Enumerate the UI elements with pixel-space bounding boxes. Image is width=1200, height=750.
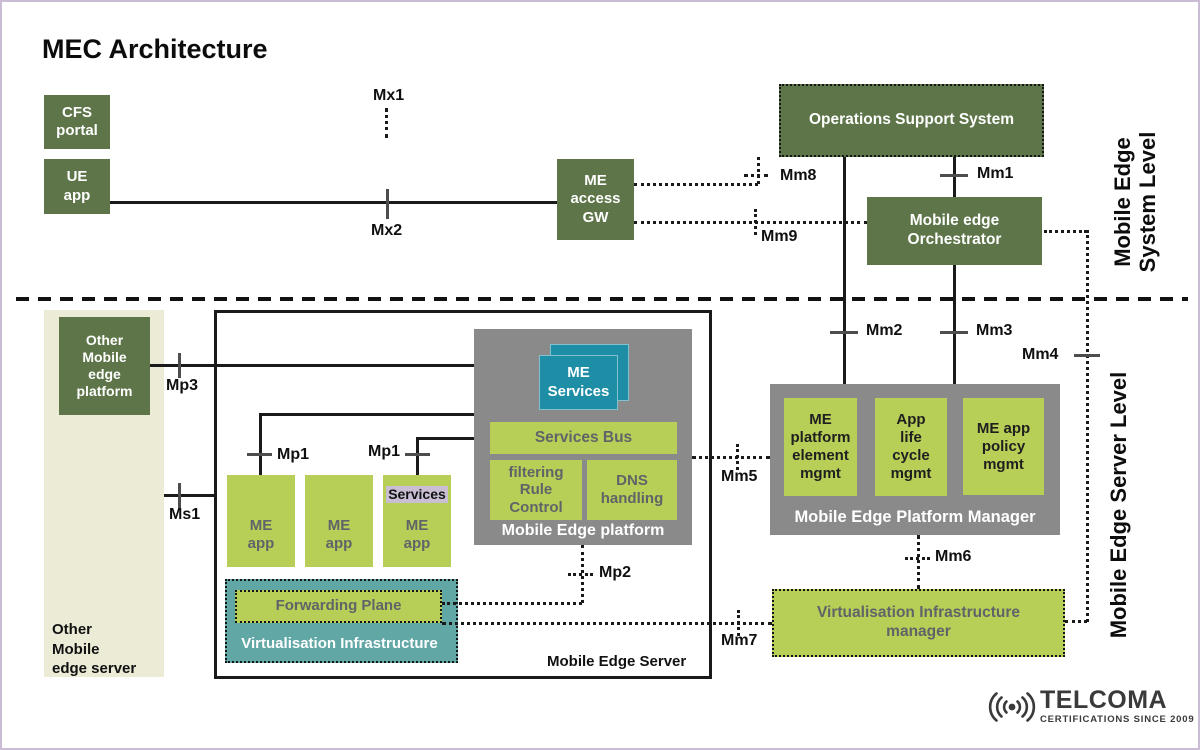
mobile-edge-server-label: Mobile Edge Server [547,653,687,670]
tick-mm4 [1074,354,1100,357]
me-app-node-2: ME app [305,475,373,567]
tick-mm7 [737,610,740,636]
tick-ms1 [178,483,181,508]
ue-app-node: UE app [44,159,110,214]
page-title: MEC Architecture [42,34,268,64]
tick-mm3 [940,331,968,334]
virtualisation-infrastructure-label: Virtualisation Infrastructure [241,635,438,652]
iface-label-mp2: Mp2 [599,564,631,581]
other-mobile-edge-platform-node: Other Mobile edge platform [59,317,150,415]
mobile-edge-platform-label: Mobile Edge platform [501,522,665,539]
iface-label-mm9: Mm9 [761,228,798,245]
app-life-cycle-mgmt-node: App life cycle mgmt [875,398,947,496]
line-ueapp-to-gw [110,201,557,204]
level-separator-line [16,297,1188,301]
logo-tagline: CERTIFICATIONS SINCE 2009 [1040,714,1195,725]
iface-label-mm8: Mm8 [780,167,817,184]
telcoma-logo: TELCOMA CERTIFICATIONS SINCE 2009 [988,688,1194,731]
iface-label-mm7: Mm7 [721,632,758,649]
me-app-policy-mgmt-node: ME app policy mgmt [963,398,1044,495]
line-oss-to-manager-mm2 [843,157,846,384]
signal-icon [988,688,1036,731]
dotted-line-mm4-top [1044,230,1087,233]
operations-support-system-node: Operations Support System [779,84,1044,157]
services-tag: Services [386,486,448,503]
me-access-gw-node: ME access GW [557,159,634,240]
dotted-line-mm4-vertical [1086,230,1089,622]
tick-mm6 [905,557,930,560]
logo-name: TELCOMA [1040,686,1168,714]
iface-label-mx1: Mx1 [373,87,405,104]
dotted-line-manager-to-vim-mm6 [917,535,920,589]
virtualisation-infrastructure-manager-node: Virtualisation Infrastructure manager [772,589,1065,657]
mobile-edge-server-box [214,310,712,679]
line-meapp1-up-mp1 [259,413,262,475]
dotted-line-platform-to-manager-mm5 [692,456,770,459]
tick-mm1 [940,174,968,177]
line-orchestrator-to-manager-mm3 [953,265,956,384]
me-platform-element-mgmt-node: ME platform element mgmt [784,398,857,496]
iface-label-mm3: Mm3 [976,322,1013,339]
dotted-line-mp2-to-forwarding [442,602,582,605]
tick-mp2 [568,573,593,576]
dotted-line-gw-mm8-h [634,183,758,186]
filtering-rule-control-node: filtering Rule Control [490,460,582,520]
line-meapp3-up-mp1 [416,437,419,475]
tick-mm8 [744,174,768,177]
line-otherserver-to-server-ms1 [164,494,215,497]
iface-label-mm6: Mm6 [935,548,972,565]
services-bus-node: Services Bus [490,422,677,454]
dotted-line-mx1 [385,108,388,138]
dns-handling-node: DNS handling [587,460,677,520]
dotted-line-gw-mm9 [634,221,867,224]
dotted-line-mm4-to-vim [1065,620,1087,623]
iface-label-mm2: Mm2 [866,322,903,339]
me-app-node-1: ME app [227,475,295,567]
tick-mm2 [830,331,858,334]
iface-label-mp1-left: Mp1 [277,446,309,463]
tick-mm9 [754,209,757,235]
iface-label-mp3: Mp3 [166,377,198,394]
cfs-portal-node: CFS portal [44,95,110,149]
iface-label-mm5: Mm5 [721,468,758,485]
dotted-line-gw-mm8-v [757,157,760,184]
forwarding-plane-node: Forwarding Plane [235,590,442,623]
tick-mp1-right [405,453,430,456]
other-mobile-edge-server-label: Other Mobile edge server [52,621,137,677]
iface-label-mm4: Mm4 [1022,346,1059,363]
tick-mm5 [736,444,739,470]
tick-mp3 [178,353,181,378]
mobile-edge-server-level-label: Mobile Edge Server Level [1106,371,1131,639]
iface-label-mm1: Mm1 [977,165,1014,182]
iface-label-mp1-right: Mp1 [368,443,400,460]
mobile-edge-system-level-label: Mobile Edge System Level [1109,131,1160,273]
mobile-edge-orchestrator-node: Mobile edge Orchestrator [867,197,1042,265]
line-otherplatform-to-platform-mp3 [150,364,474,367]
tick-mp1-left [247,453,272,456]
line-oss-to-orchestrator-mm1 [953,157,956,197]
line-meapp3-to-platform-mp1 [416,437,474,440]
line-meapp1-to-platform-mp1 [259,413,474,416]
iface-label-ms1: Ms1 [169,506,201,523]
iface-label-mx2: Mx2 [371,222,403,239]
tick-mx2 [386,189,389,219]
me-services-node: ME Services [539,355,618,410]
mobile-edge-platform-manager-label: Mobile Edge Platform Manager [794,508,1036,526]
dotted-line-forwarding-to-vim-mm7 [442,622,772,625]
